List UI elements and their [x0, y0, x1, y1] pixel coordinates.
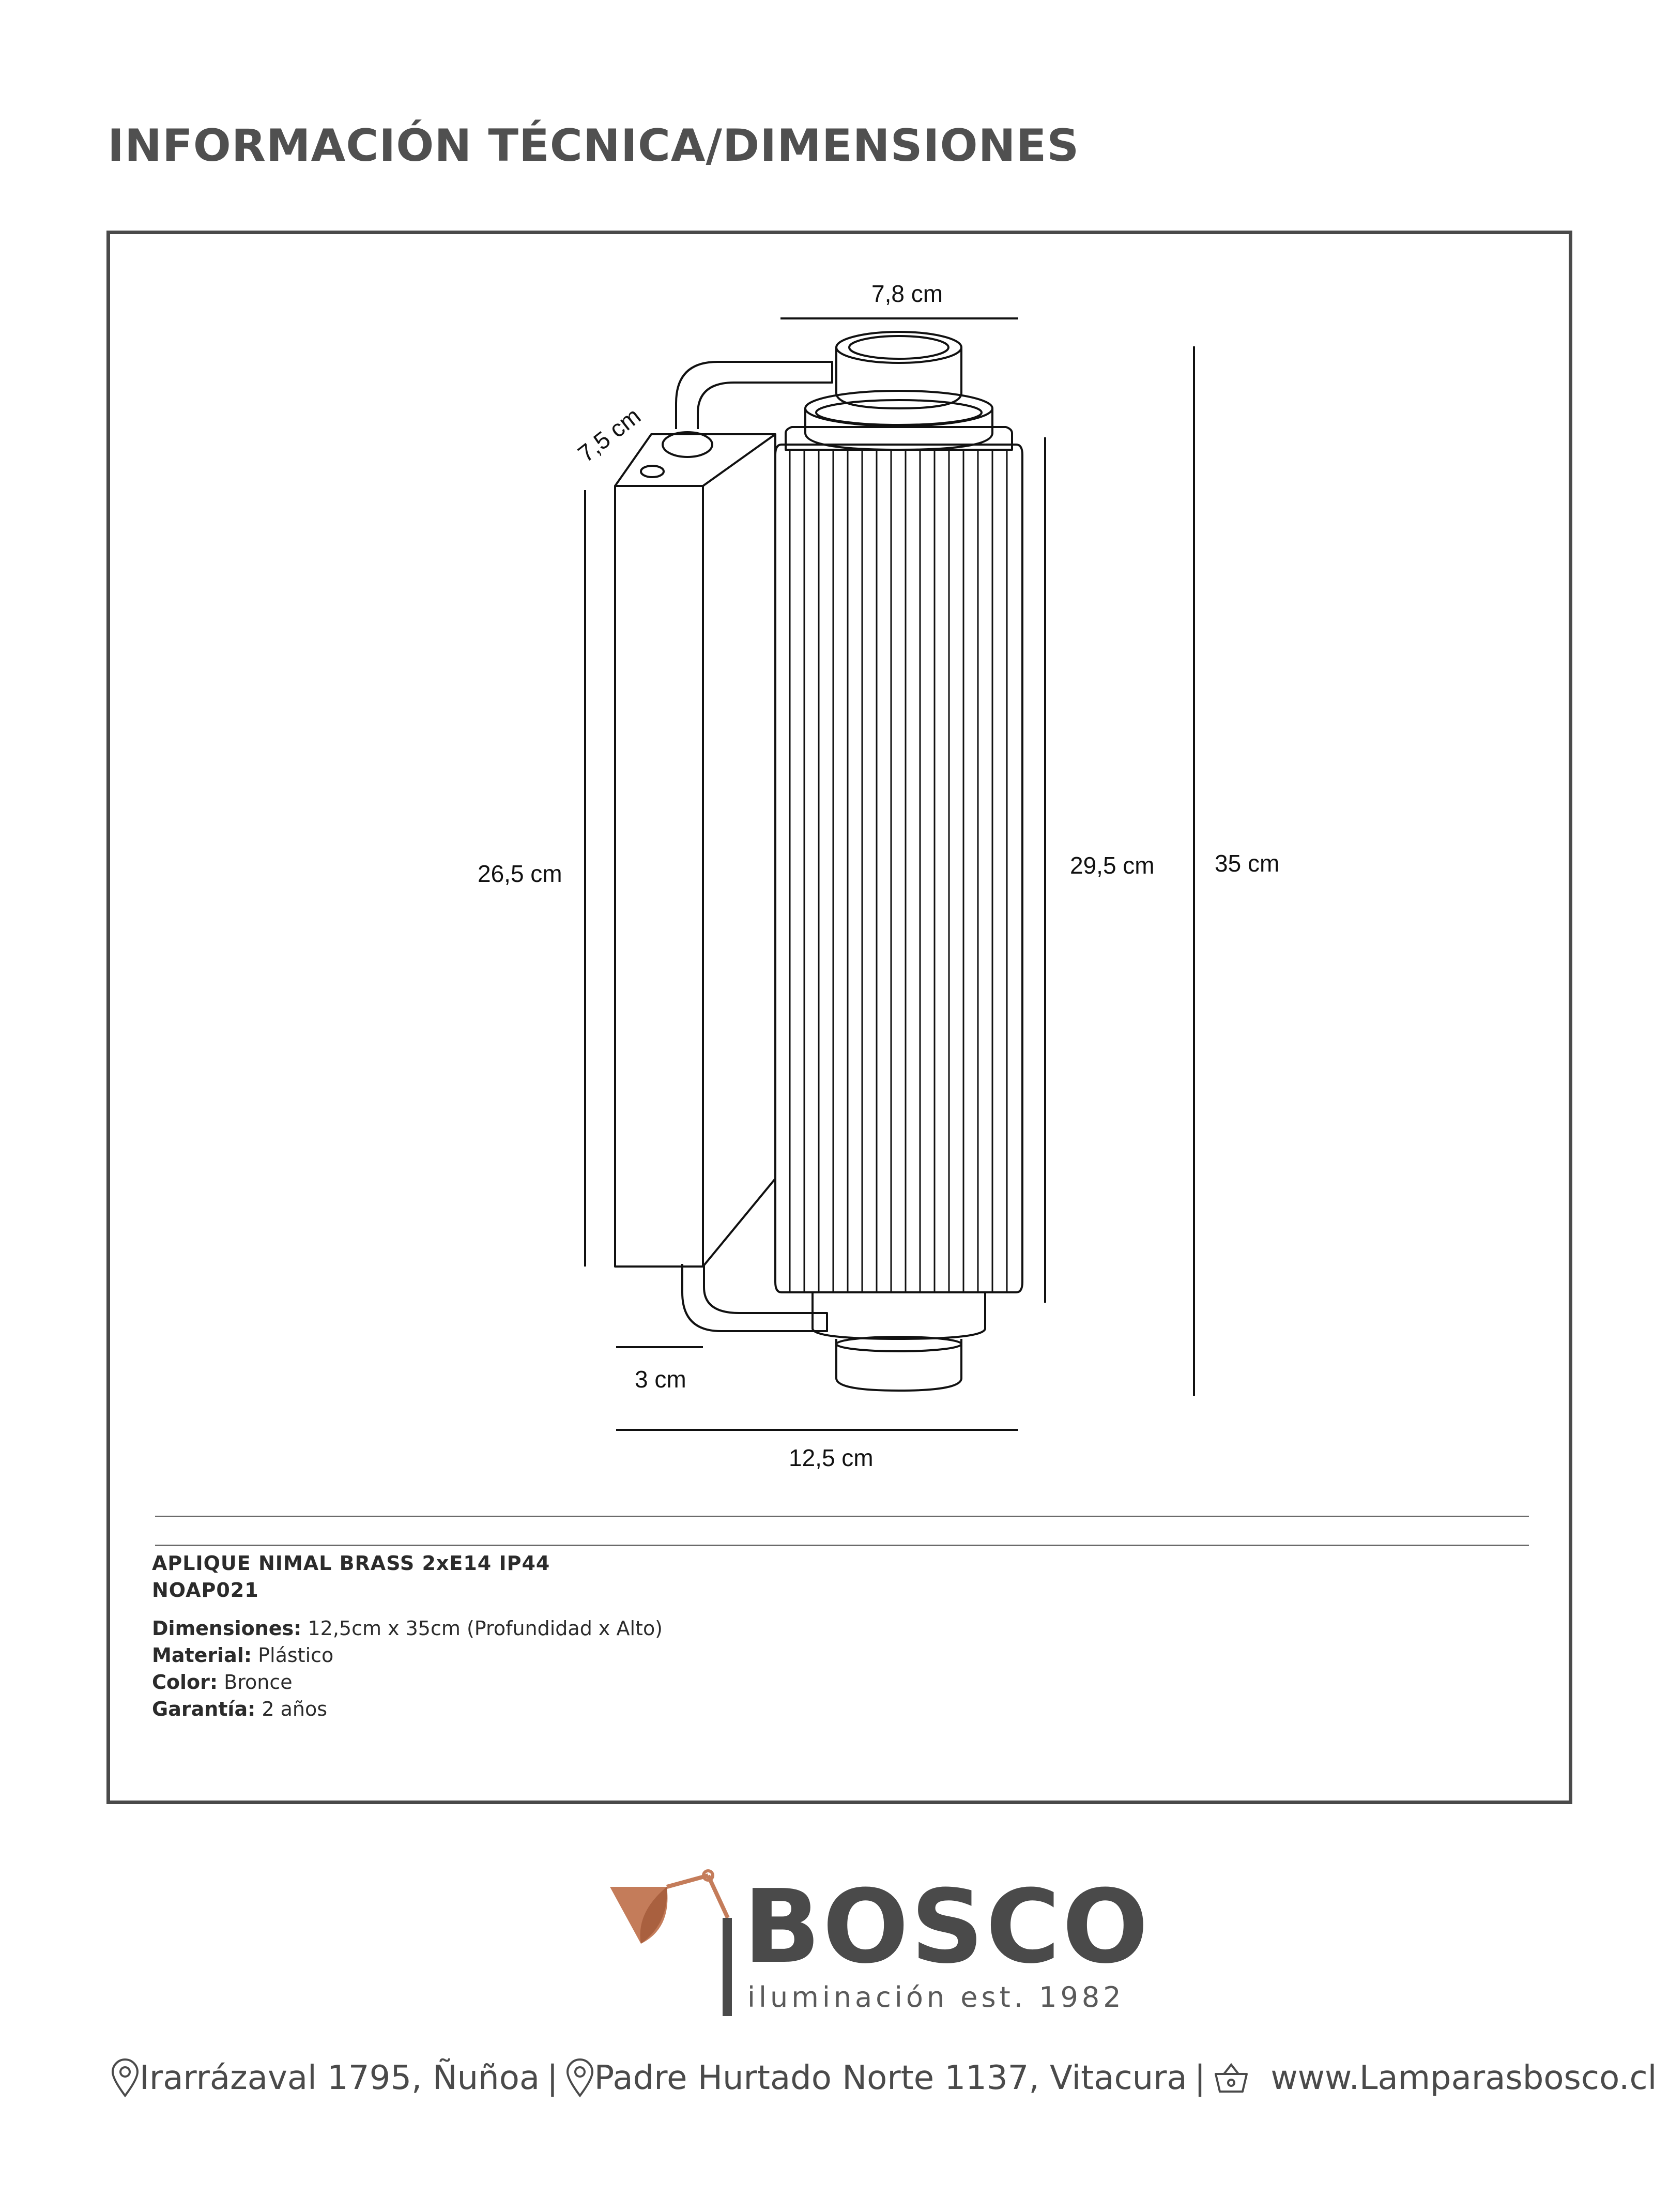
page-title: INFORMACIÓN TÉCNICA/DIMENSIONES — [108, 120, 1080, 172]
divider-line-bottom — [155, 1545, 1529, 1546]
footer-contact: Irarrázaval 1795, Ñuñoa | Padre Hurtado … — [111, 2056, 1654, 2100]
dim-label-total-height: 35 cm — [1215, 850, 1279, 877]
product-name: APLIQUE NIMAL BRASS 2xE14 IP44 — [152, 1552, 550, 1575]
dim-label-total-depth: 12,5 cm — [789, 1444, 874, 1471]
location-pin-icon — [566, 2058, 593, 2098]
top-cap — [835, 347, 962, 409]
brand-tagline: iluminación est. 1982 — [747, 1981, 1125, 2013]
glass-flutes — [789, 450, 1008, 1292]
dim-label-plate-height: 26,5 cm — [478, 860, 562, 887]
shopping-basket-icon — [1215, 2063, 1248, 2093]
technical-drawing: 7,8 cm 7,5 cm 26,5 cm 29,5 cm 35 cm 3 cm… — [478, 280, 1279, 1471]
top-connector — [662, 431, 713, 458]
spec-key: Color: — [152, 1671, 218, 1694]
spec-list: Dimensiones: 12,5cm x 35cm (Profundidad … — [152, 1615, 663, 1722]
dimension-lines — [584, 317, 1195, 1431]
bottom-arm — [681, 1264, 828, 1332]
top-arm — [675, 361, 833, 429]
spec-value: Bronce — [218, 1671, 293, 1694]
divider-line-top — [155, 1516, 1529, 1517]
address-vitacura: Padre Hurtado Norte 1137, Vitacura — [594, 2059, 1187, 2097]
spec-key: Dimensiones: — [152, 1617, 302, 1640]
dim-label-plate-depth: 3 cm — [635, 1366, 686, 1393]
spec-key: Garantía: — [152, 1698, 256, 1720]
spec-value: 2 años — [255, 1698, 328, 1720]
separator: | — [547, 2059, 558, 2097]
dimension-labels: 7,8 cm 7,5 cm 26,5 cm 29,5 cm 35 cm 3 cm… — [478, 280, 1279, 1471]
brand-name: BOSCO — [743, 1868, 1151, 1986]
fluted-glass-body — [774, 444, 1023, 1293]
website-link[interactable]: www.Lamparasbosco.cl — [1270, 2059, 1654, 2097]
lamp-outline — [614, 331, 1023, 1392]
desk-lamp-icon — [610, 1869, 732, 2016]
spec-dimensions: Dimensiones: 12,5cm x 35cm (Profundidad … — [152, 1615, 663, 1642]
spec-material: Material: Plástico — [152, 1642, 663, 1669]
wall-plate-side — [614, 433, 776, 1268]
product-spec-block: APLIQUE NIMAL BRASS 2xE14 IP44 NOAP021 D… — [152, 1550, 663, 1722]
spec-color: Color: Bronce — [152, 1669, 663, 1696]
wall-plate-front — [614, 485, 704, 1268]
product-code: NOAP021 — [152, 1579, 259, 1601]
spec-key: Material: — [152, 1644, 252, 1667]
dim-label-glass-height: 29,5 cm — [1070, 852, 1155, 879]
spec-value: 12,5cm x 35cm (Profundidad x Alto) — [301, 1617, 663, 1640]
spec-warranty: Garantía: 2 años — [152, 1696, 663, 1722]
separator: | — [1194, 2059, 1206, 2097]
spec-value: Plástico — [252, 1644, 334, 1667]
location-pin-icon — [111, 2058, 139, 2098]
technical-drawing-frame — [106, 231, 1572, 1804]
dim-label-top-width: 7,8 cm — [871, 280, 943, 307]
bottom-cap — [835, 1339, 962, 1392]
address-nunoa: Irarrázaval 1795, Ñuñoa — [140, 2059, 540, 2097]
